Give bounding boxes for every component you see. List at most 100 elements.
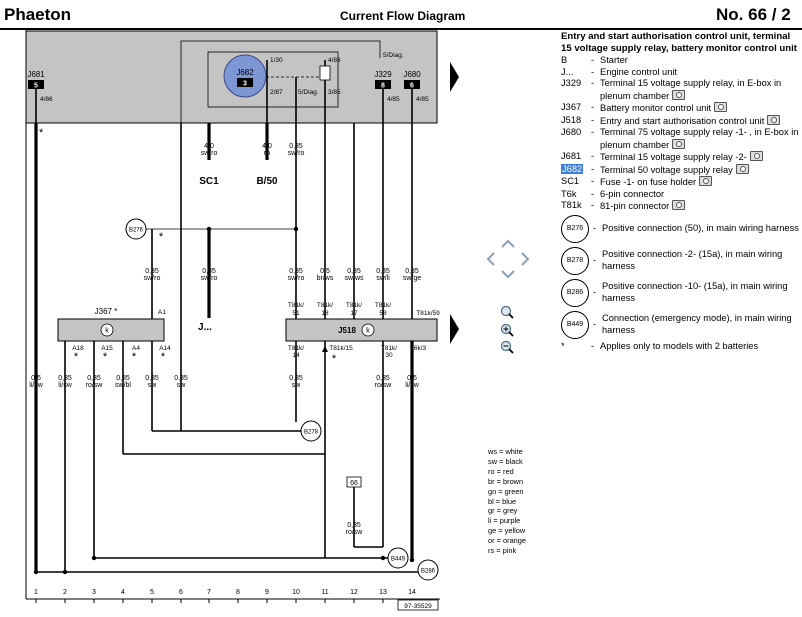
relay-num: 5 (34, 83, 38, 90)
j518-pin: T81k/ (375, 302, 391, 309)
pan-left-icon[interactable] (486, 252, 495, 266)
module-j367-label: J367 * (95, 307, 118, 316)
j518-pin: T81k/ (288, 302, 304, 309)
camera-icon[interactable] (672, 89, 686, 100)
zoom-fit-icon-handle (508, 313, 514, 319)
number-label: No. (716, 5, 744, 24)
pan-right-icon[interactable] (521, 252, 530, 266)
camera-icon[interactable] (699, 176, 713, 186)
j367-pin: A15 (101, 345, 113, 352)
relay-coil (319, 65, 331, 81)
relay-label: J329 (374, 70, 392, 79)
column-number: 3 (92, 589, 96, 596)
relay-num: 8 (381, 83, 385, 90)
diagram-number: No. 66 / 2 (716, 5, 791, 25)
legend-connections: B276-Positive connection (50), in main w… (561, 213, 799, 341)
wire-bottom-gauge: 0,5 (31, 375, 41, 382)
j518-pin: 30 (385, 352, 393, 359)
wire-bottom-color: li/sw (58, 382, 73, 389)
camera-icon[interactable] (749, 151, 763, 161)
header-divider (0, 28, 802, 30)
direction-arrow (322, 346, 328, 352)
number-value: 66 / 2 (748, 5, 791, 24)
wire-b50-gauge: 4,0 (262, 143, 272, 150)
color-key-row: rs = pink (488, 546, 517, 556)
pan-up-icon[interactable] (501, 239, 515, 248)
color-key-row: li = purple (488, 516, 521, 526)
junction-dot (409, 557, 415, 563)
j518-pin: T81k/ (317, 302, 333, 309)
junction-dot (91, 555, 97, 561)
legend-item: B-Starter (561, 55, 628, 65)
color-key-row: br = brown (488, 476, 524, 486)
wire-bottom-gauge: 0,35 (145, 375, 159, 382)
wire-b50-color: ro (264, 150, 270, 157)
relay-label: J680 (403, 70, 421, 79)
wire-bottom-color: li/sw (29, 382, 44, 389)
relay-badge (28, 80, 44, 89)
j518-pin: 18 (321, 310, 329, 317)
junction-dot (62, 569, 68, 575)
connector-b278-label: B278 (304, 430, 319, 436)
target-engine-cu: J... (198, 322, 212, 333)
legend-connection: B286-Positive connection -10- (15a), in … (561, 277, 799, 309)
connector-b449 (387, 547, 409, 569)
footnote-star: * (39, 127, 44, 139)
j518-pin: T81k/59 (416, 310, 440, 317)
footnote-star: * (159, 231, 164, 243)
legend-item: J518-Entry and start authorisation contr… (561, 114, 799, 128)
relay-j682-label: J682 (236, 68, 254, 77)
relay-pin-label: 4/85 (416, 96, 429, 103)
ref-number: 97-35529 (404, 603, 432, 610)
model-name: Phaeton (4, 5, 72, 24)
wire-bottom-gauge: 0,35 (58, 375, 72, 382)
next-section-arrow-icon[interactable] (450, 314, 459, 344)
zoom-fit-icon[interactable] (500, 305, 512, 317)
wire-mid-gauge: 0,35 (347, 268, 361, 275)
camera-icon[interactable] (735, 163, 749, 174)
color-key-row: ws = white (488, 447, 523, 456)
footnote-star: * (161, 351, 166, 363)
camera-icon[interactable] (672, 200, 686, 210)
legend-item: J...-Engine control unit (561, 66, 678, 77)
zoom-out-icon-handle (508, 348, 514, 354)
legend-connection: B449-Connection (emergency mode), in mai… (561, 309, 799, 341)
j518-pin: T81k/15 (329, 345, 353, 352)
column-number: 5 (150, 589, 154, 596)
relay-j682-symbol (223, 54, 267, 98)
wire-ref66-gauge: 0,35 (347, 522, 361, 529)
j367-pin: A4 (132, 345, 140, 352)
wire-bottom-gauge: 0,35 (174, 375, 188, 382)
wire-mid-color: sw/ge (403, 275, 421, 282)
relay-pin-label: 3/85 (328, 89, 341, 96)
legend-item: T6k-6-pin connector (561, 188, 665, 199)
j518-pin: T81k/ (288, 345, 304, 352)
camera-icon[interactable] (767, 114, 781, 125)
camera-icon[interactable] (714, 102, 728, 112)
relay-pin-label: 1/30 (270, 57, 283, 64)
column-number: 8 (236, 589, 240, 596)
connector-b449-label: B449 (391, 557, 406, 563)
wire-sc1-gauge: 4,0 (204, 143, 214, 150)
column-number: 9 (265, 589, 269, 596)
pan-down-icon[interactable] (501, 270, 515, 279)
wire-mid-color: sw/li (376, 275, 390, 282)
wire-mid-gauge: 0,35 (202, 268, 216, 275)
column-number: 11 (321, 589, 328, 596)
junction-dot (33, 569, 39, 575)
wire-mid-color: br/ws (317, 275, 334, 282)
column-number: 7 (207, 589, 211, 596)
j518-pin: 14 (292, 352, 300, 359)
legend-item: J681-Terminal 15 voltage supply relay -2… (561, 151, 799, 164)
color-key-row: bl = blue (488, 496, 517, 506)
junction-dot (293, 226, 299, 232)
j367-pin: A18 (72, 345, 84, 352)
relay-j682-num: 3 (243, 81, 247, 88)
relay-num: 6 (410, 83, 414, 90)
wire-bottom-gauge: 0,35 (87, 375, 101, 382)
relay-pin-label: 4/86 (40, 96, 53, 103)
camera-icon[interactable] (672, 138, 686, 149)
wire-mid-color: sw/ro (144, 275, 161, 282)
